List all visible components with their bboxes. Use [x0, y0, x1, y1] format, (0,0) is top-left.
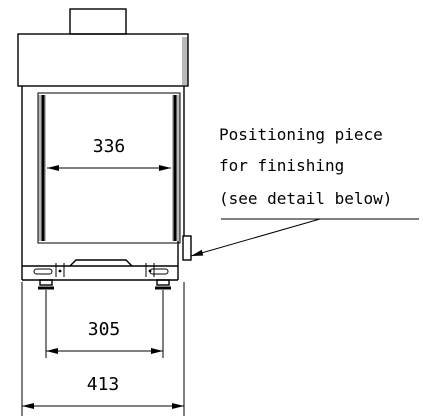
flue-collar [69, 8, 127, 35]
positioning-piece [182, 235, 192, 261]
dimension-label-305: 305 [88, 319, 121, 340]
foot-right [155, 279, 171, 290]
callout-line-3: (see detail below) [219, 189, 392, 208]
dimension-overall-width: 413 [22, 374, 184, 409]
hood [17, 33, 189, 87]
firebox-body [21, 86, 185, 281]
dimension-label-413: 413 [87, 374, 120, 395]
adjust-slot-left [33, 268, 53, 275]
adjust-slot-right [149, 268, 169, 275]
foot-left [38, 279, 54, 290]
leader-line [190, 218, 321, 257]
dimension-label-336: 336 [93, 136, 126, 157]
callout-line-1: Positioning piece [219, 125, 383, 144]
callout-line-2: for finishing [219, 156, 344, 175]
base-plate [33, 259, 171, 290]
dimension-foot-spacing: 305 [46, 319, 163, 354]
dimension-opening-width: 336 [47, 136, 171, 171]
glass-door [37, 92, 181, 244]
callout-positioning-piece: Positioning piece for finishing (see det… [190, 125, 419, 257]
